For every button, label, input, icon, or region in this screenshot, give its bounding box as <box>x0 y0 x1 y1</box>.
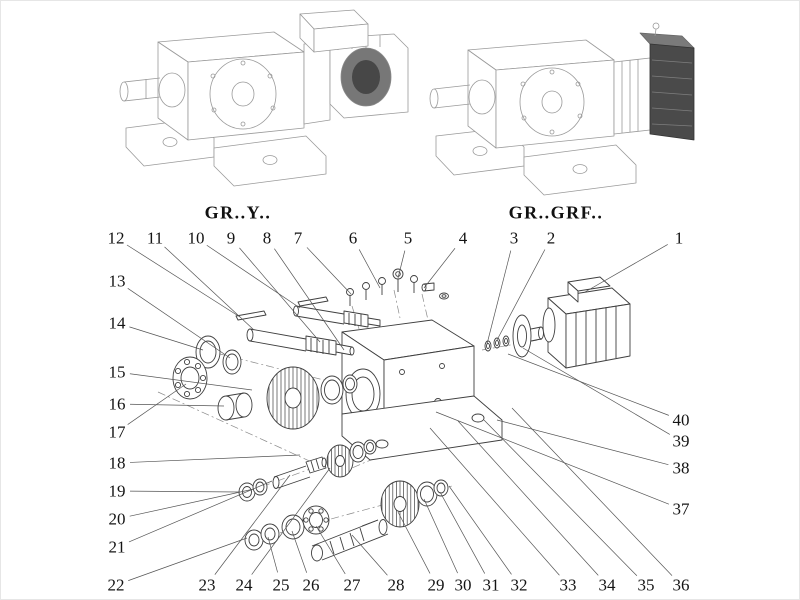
callout-3: 3 <box>507 228 521 248</box>
callout-34: 34 <box>596 575 618 595</box>
callout-24: 24 <box>233 575 255 595</box>
callout-27: 27 <box>341 575 363 595</box>
callout-9: 9 <box>224 228 238 248</box>
gear-housing <box>341 319 503 461</box>
model-label-gr-grf: GR..GRF.. <box>508 202 604 223</box>
callout-22: 22 <box>105 575 127 595</box>
callout-26: 26 <box>300 575 322 595</box>
callout-23: 23 <box>196 575 218 595</box>
seals-and-bearing <box>172 335 253 421</box>
callout-5: 5 <box>401 228 415 248</box>
callout-30: 30 <box>452 575 474 595</box>
callout-25: 25 <box>270 575 292 595</box>
callout-12: 12 <box>105 228 127 248</box>
callout-17: 17 <box>106 422 128 442</box>
callout-35: 35 <box>635 575 657 595</box>
callout-6: 6 <box>346 228 360 248</box>
first-stage-gear <box>266 366 358 430</box>
callout-32: 32 <box>508 575 530 595</box>
motor-and-flange <box>484 276 631 369</box>
callout-40: 40 <box>670 410 692 430</box>
callout-1: 1 <box>672 228 686 248</box>
callout-31: 31 <box>480 575 502 595</box>
input-shafts-and-keys <box>235 296 381 356</box>
callout-38: 38 <box>670 458 692 478</box>
callout-29: 29 <box>425 575 447 595</box>
callout-14: 14 <box>106 313 128 333</box>
gearmotor-gr-y-illustration <box>119 9 409 187</box>
callout-20: 20 <box>106 509 128 529</box>
output-shaft-set <box>244 479 449 562</box>
callout-10: 10 <box>185 228 207 248</box>
exploded-view-illustration <box>157 268 631 562</box>
callout-11: 11 <box>144 228 166 248</box>
callout-8: 8 <box>260 228 274 248</box>
callout-2: 2 <box>544 228 558 248</box>
callout-7: 7 <box>291 228 305 248</box>
callout-39: 39 <box>670 431 692 451</box>
callout-21: 21 <box>106 537 128 557</box>
gearmotor-gr-grf-illustration <box>429 22 695 196</box>
callout-16: 16 <box>106 394 128 414</box>
intermediate-shaft-set <box>238 439 377 502</box>
callout-18: 18 <box>106 453 128 473</box>
callout-33: 33 <box>557 575 579 595</box>
callout-37: 37 <box>670 499 692 519</box>
callout-19: 19 <box>106 481 128 501</box>
leader-lines <box>126 244 673 581</box>
callout-15: 15 <box>106 362 128 382</box>
callout-36: 36 <box>670 575 692 595</box>
callout-28: 28 <box>385 575 407 595</box>
model-label-gr-y: GR..Y.. <box>204 202 272 223</box>
housing-fasteners <box>346 268 449 306</box>
callout-4: 4 <box>456 228 470 248</box>
callout-13: 13 <box>106 271 128 291</box>
